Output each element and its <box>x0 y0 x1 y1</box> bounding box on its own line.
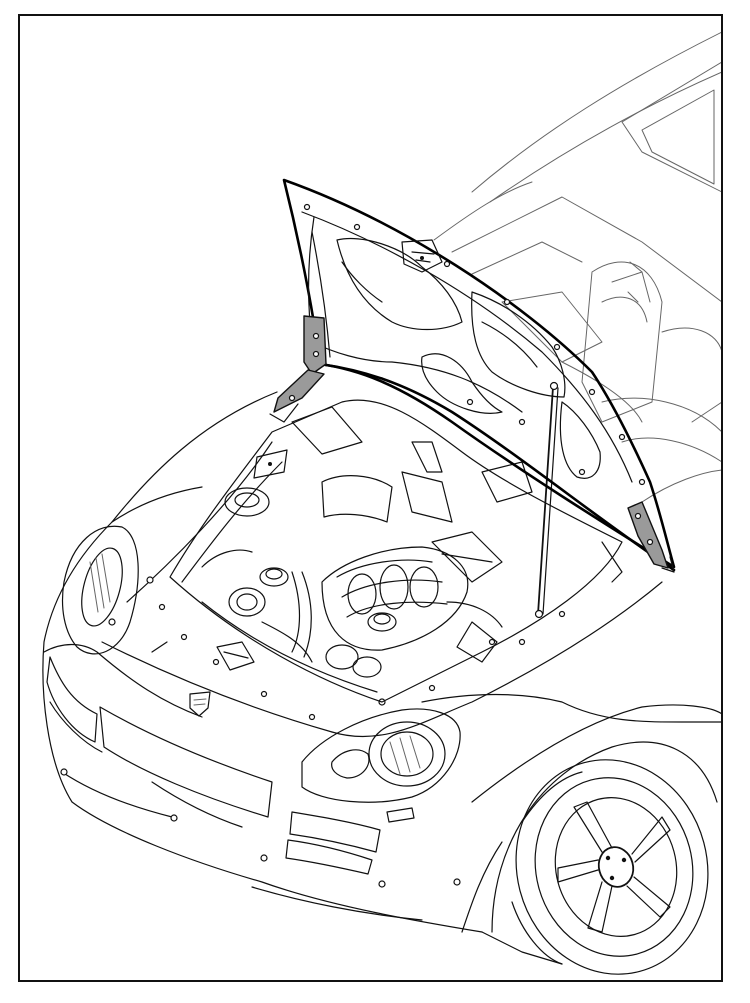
front-grille <box>46 656 381 875</box>
diagram-frame <box>18 14 723 982</box>
hinge-right-highlighted <box>627 501 675 573</box>
car-bonnet-diagram <box>42 31 721 975</box>
crest-badge <box>189 691 211 717</box>
gas-strut <box>534 381 559 619</box>
headlight-right <box>301 708 461 803</box>
hinge-left-highlighted <box>269 315 327 423</box>
car-body <box>42 391 721 965</box>
front-right-wheel <box>491 741 718 975</box>
cabin-interior <box>433 31 721 503</box>
headlight-left <box>61 525 139 655</box>
engine-bay <box>158 399 623 721</box>
